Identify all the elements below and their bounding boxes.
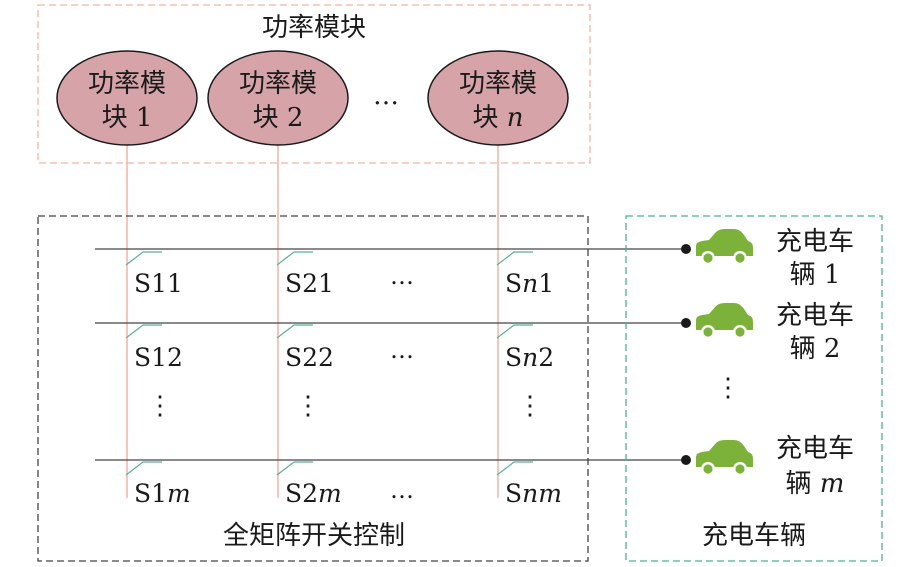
- vehicle-2-line2: 辆 2: [790, 334, 841, 364]
- switch-label-snm: Snm: [505, 479, 562, 508]
- matrix-row2-ellipsis: …: [390, 336, 414, 364]
- vehicle-m-line1: 充电车: [776, 434, 854, 464]
- matrix-group-box: [37, 215, 589, 562]
- power-module-1-line2: 块 1: [102, 103, 153, 133]
- bus-end-dot-1: [681, 244, 691, 254]
- switch-label-sn1: Sn1: [505, 269, 554, 298]
- power-module-n-line1: 功率模: [459, 69, 537, 99]
- switch-mark-s21: [276, 251, 313, 266]
- power-module-2-line2: 块 2: [253, 103, 304, 133]
- switch-label-s1m: S1m: [134, 479, 191, 508]
- power-module-group-box: [37, 4, 591, 164]
- switch-mark-sn1: [496, 251, 533, 266]
- switch-mark-s11: [125, 251, 162, 266]
- switch-label-s12: S12: [134, 343, 183, 372]
- car-icon: [696, 229, 753, 265]
- matrix-rowm-ellipsis: …: [390, 476, 414, 504]
- power-module-n: 功率模 块 n: [427, 50, 569, 146]
- bus-end-dot-2: [681, 318, 691, 328]
- power-module-n-line2: 块 n: [472, 103, 523, 133]
- car-icon: [696, 303, 753, 339]
- vehicle-1-line2: 辆 1: [790, 260, 841, 290]
- switch-label-s21: S21: [285, 269, 334, 298]
- vehicle-vellipsis: ⋮: [715, 373, 741, 403]
- switch-mark-s22: [276, 324, 313, 339]
- matrix-row1-ellipsis: …: [390, 262, 414, 290]
- power-module-2-line1: 功率模: [239, 69, 317, 99]
- car-icon: [696, 440, 753, 476]
- power-module-ellipsis: …: [373, 81, 399, 111]
- switch-mark-snm: [496, 461, 533, 476]
- vehicle-2-line1: 充电车: [776, 301, 854, 331]
- switch-mark-sn2: [496, 324, 533, 339]
- matrix-coln-vellipsis: ⋮: [517, 391, 543, 421]
- power-module-1: 功率模 块 1: [56, 50, 198, 146]
- power-module-group-title: 功率模块: [262, 13, 366, 43]
- vehicle-1-line1: 充电车: [776, 227, 854, 257]
- switch-label-s22: S22: [285, 343, 334, 372]
- matrix-col2-vellipsis: ⋮: [295, 391, 321, 421]
- vehicle-group-box: [625, 215, 883, 562]
- switch-mark-s2m: [276, 461, 313, 476]
- switch-label-s2m: S2m: [285, 479, 342, 508]
- matrix-group-title: 全矩阵开关控制: [223, 521, 405, 551]
- vehicle-m-line2: 辆 m: [786, 469, 845, 499]
- switch-mark-s1m: [125, 461, 162, 476]
- vehicle-group-title: 充电车辆: [702, 521, 806, 551]
- power-module-1-line1: 功率模: [88, 69, 166, 99]
- switch-label-s11: S11: [134, 269, 183, 298]
- matrix-col1-vellipsis: ⋮: [147, 391, 173, 421]
- power-module-2: 功率模 块 2: [207, 50, 349, 146]
- switch-label-sn2: Sn2: [505, 343, 554, 372]
- bus-end-dot-m: [681, 455, 691, 465]
- switch-mark-s12: [125, 324, 162, 339]
